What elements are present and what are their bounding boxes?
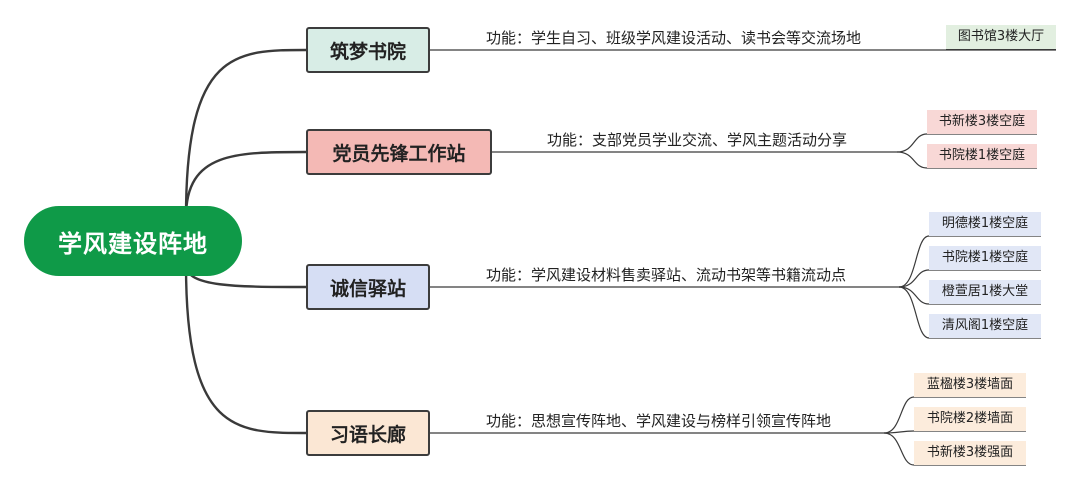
branch-function-text: 功能：思想宣传阵地、学风建设与榜样引领宣传阵地 <box>486 412 832 430</box>
location-item: 橙萱居1楼大堂 <box>929 280 1041 304</box>
branch-node-dangyuan[interactable]: 党员先锋工作站 <box>306 129 492 175</box>
location-item: 书院楼1楼空庭 <box>929 246 1041 270</box>
location-item: 明德楼1楼空庭 <box>929 212 1041 236</box>
connector-line <box>184 150 307 218</box>
branch-function-text: 功能：学生自习、班级学风建设活动、读书会等交流场地 <box>486 29 862 47</box>
branch-label: 诚信驿站 <box>329 277 406 300</box>
branch-function-text: 功能：学风建设材料售卖驿站、流动书架等书籍流动点 <box>486 266 847 284</box>
connector-line <box>898 235 930 288</box>
branch-function-text: 功能：支部党员学业交流、学风主题活动分享 <box>547 131 848 149</box>
connector-line <box>896 133 928 153</box>
connector-line <box>898 286 930 339</box>
location-item: 图书馆3楼大厅 <box>946 25 1056 49</box>
branch-label: 党员先锋工作站 <box>332 142 466 165</box>
connector-line <box>883 430 915 434</box>
location-item: 书新楼3楼空庭 <box>927 110 1037 134</box>
root-node[interactable]: 学风建设阵地 <box>24 206 242 276</box>
location-item: 清风阁1楼空庭 <box>929 314 1041 338</box>
connector-line <box>883 396 915 434</box>
location-item: 书新楼3楼强面 <box>914 441 1026 465</box>
branch-node-chengxin[interactable]: 诚信驿站 <box>306 264 430 310</box>
connector-line <box>896 151 928 169</box>
connector-line <box>898 286 930 305</box>
connector-line <box>883 432 915 466</box>
branch-label: 习语长廊 <box>329 423 406 446</box>
branch-node-zhumeng[interactable]: 筑梦书院 <box>306 27 430 73</box>
connector-line <box>184 264 307 435</box>
branch-label: 筑梦书院 <box>329 40 406 63</box>
location-item: 蓝楹楼3楼墙面 <box>914 373 1026 397</box>
location-item: 书院楼2楼墙面 <box>914 407 1026 431</box>
connector-line <box>898 269 930 288</box>
location-item: 书院楼1楼空庭 <box>927 144 1037 168</box>
connector-line <box>184 48 307 218</box>
branch-node-xiyu[interactable]: 习语长廊 <box>306 410 430 456</box>
root-label: 学风建设阵地 <box>58 229 208 258</box>
